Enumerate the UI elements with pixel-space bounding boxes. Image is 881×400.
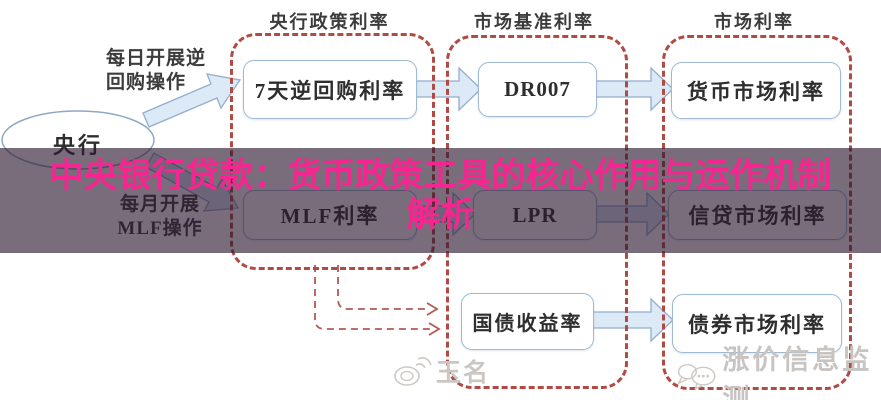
node-7d-reverse-repo-rate: 7天逆回购利率 xyxy=(243,60,417,119)
dashed-connector-outer-arrowhead xyxy=(428,322,441,336)
dashed-connector-inner xyxy=(337,265,428,310)
node-treasury-yield: 国债收益率 xyxy=(461,293,594,350)
title-overlay-band: 中央银行贷款：货币政策工具的核心作用与运作机制 解析 xyxy=(0,148,881,253)
operation-label-daily-repo-line1: 每日开展逆 xyxy=(106,48,207,69)
overlay-title-line1: 中央银行贷款：货币政策工具的核心作用与运作机制 xyxy=(49,157,832,195)
weibo-icon xyxy=(394,357,432,386)
operation-label-daily-repo-line2: 回购操作 xyxy=(106,72,187,93)
chat-bubbles-icon xyxy=(676,363,716,390)
node-dr007: DR007 xyxy=(478,62,597,117)
dashed-connector-inner-arrowhead xyxy=(426,302,439,316)
arrow-daily-repo xyxy=(142,73,242,128)
node-bond-market-rate: 债券市场利率 xyxy=(672,294,842,353)
watermark-center-text: 玉名 xyxy=(436,360,491,387)
column-header-benchmark-rate: 市场基准利率 xyxy=(474,12,594,32)
node-money-market-rate: 货币市场利率 xyxy=(671,62,841,119)
column-header-policy-rate: 央行政策利率 xyxy=(269,12,390,32)
watermark-price-monitor: 涨价信息监测 xyxy=(676,338,881,400)
column-header-market-rate: 市场利率 xyxy=(714,12,794,32)
watermark-center: 玉名 xyxy=(392,353,490,389)
overlay-title-line2: 解析 xyxy=(406,196,475,234)
watermark-price-monitor-text: 涨价信息监测 xyxy=(722,345,873,400)
dashed-connector-outer xyxy=(314,265,430,330)
operation-label-daily-repo: 每日开展逆 回购操作 xyxy=(106,47,206,95)
